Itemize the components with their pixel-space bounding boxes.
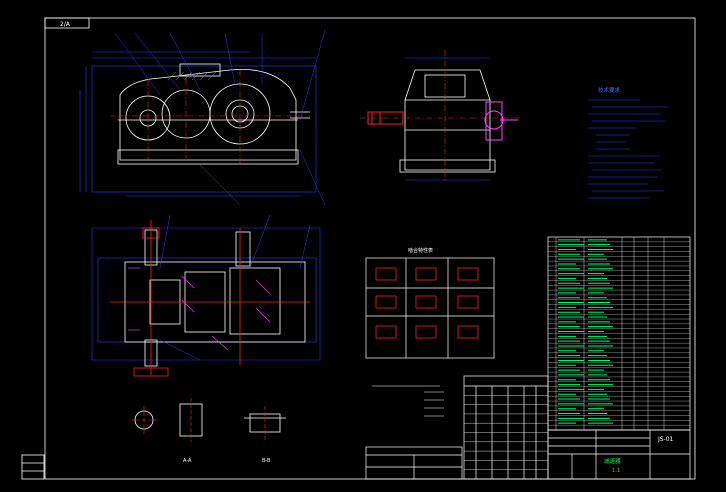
section-view	[91, 214, 321, 377]
drawing-name: 减速器	[604, 457, 621, 465]
corner-tag-box	[44, 17, 90, 29]
drawing-number: JS-01	[657, 436, 674, 443]
notes-small	[372, 385, 444, 417]
mesh-table: 啮合特性表	[365, 247, 495, 359]
tech-req-title: 技术要求	[598, 86, 621, 94]
front-view	[79, 29, 326, 206]
bottom-left-block	[365, 446, 463, 480]
mesh-table-title: 啮合特性表	[408, 247, 433, 254]
section-b-label: B-B	[262, 458, 271, 464]
title-block	[547, 429, 691, 480]
corner-tag-text: 2/A	[60, 21, 71, 28]
section-a-label: A-A	[183, 458, 192, 464]
drawing-scale: 1:1	[612, 468, 620, 474]
side-view	[360, 50, 522, 181]
technical-requirements: 技术要求	[588, 86, 668, 199]
